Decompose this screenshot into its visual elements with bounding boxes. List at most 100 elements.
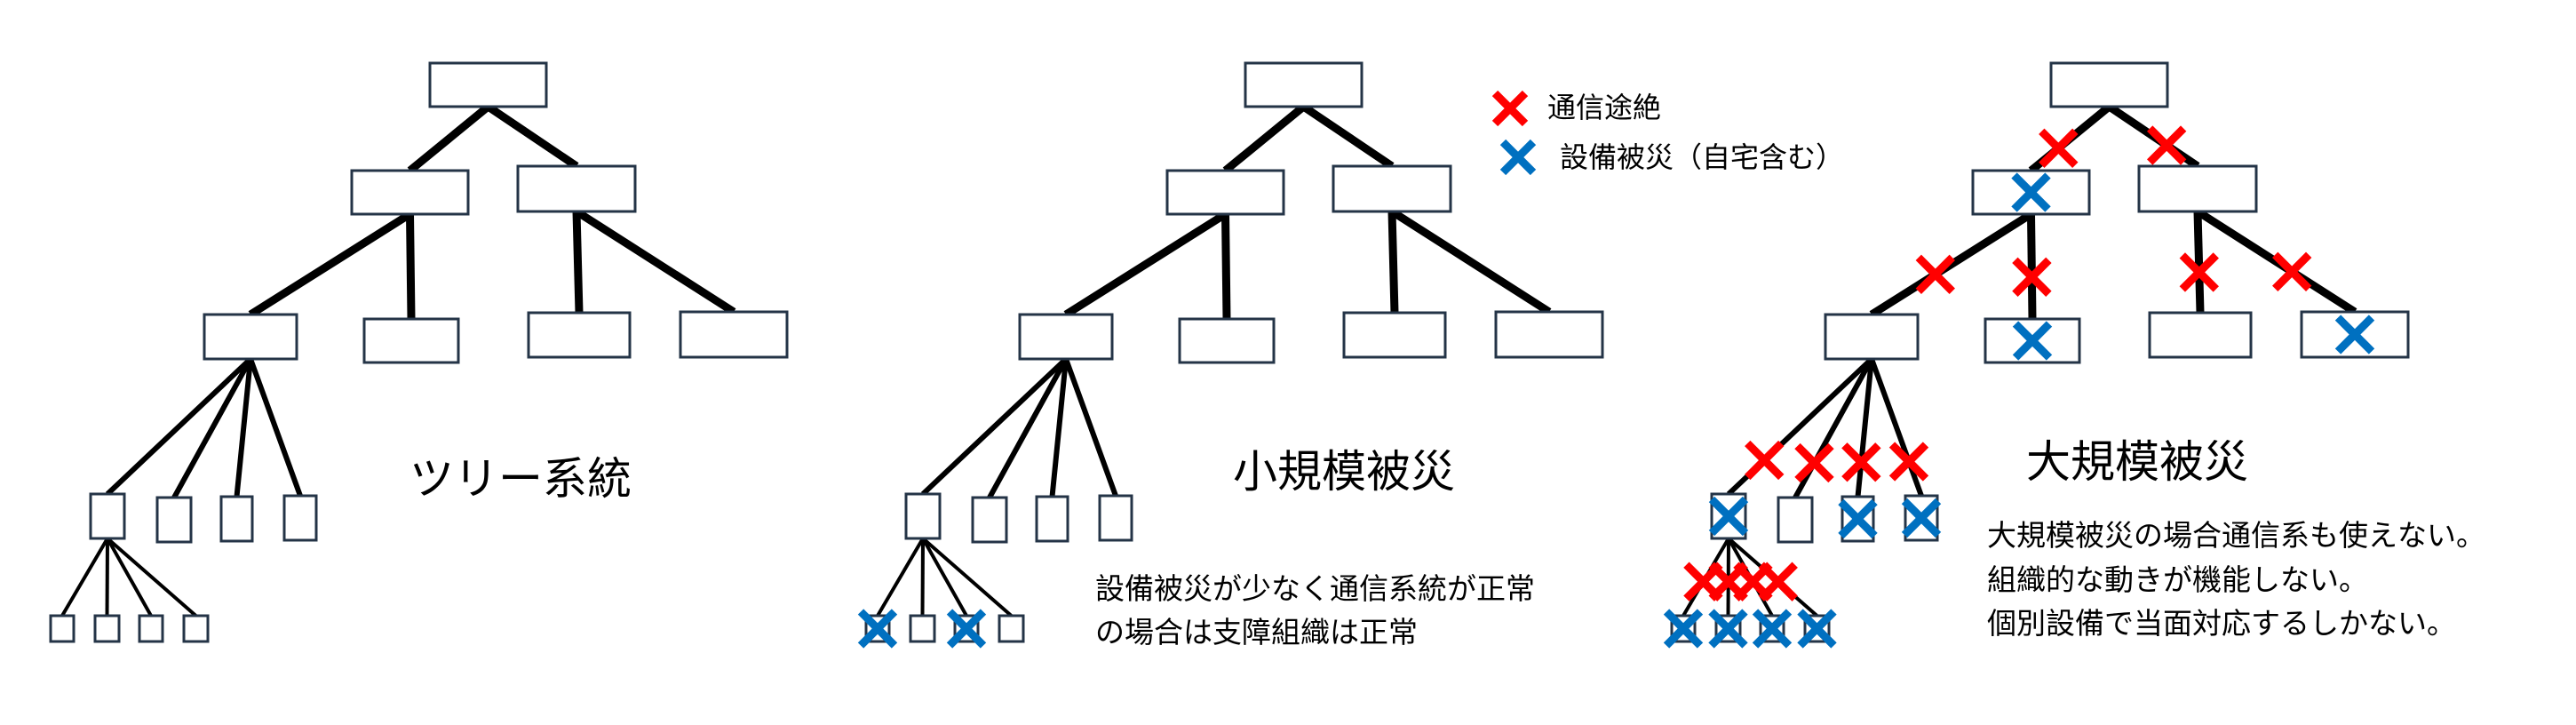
org-node-box: [904, 492, 942, 540]
legend-label-equipment-damage: 設備被災（自宅含む）: [1560, 140, 1844, 174]
legend: 通信途絶 設備被災（自宅含む）: [1491, 90, 1844, 176]
panel-title-large-disaster: 大規模被災: [2026, 436, 2248, 488]
equipment-damage-x-icon: [1708, 496, 1749, 537]
equipment-damage-x-icon: [1499, 139, 1537, 176]
org-node-box: [155, 496, 193, 544]
comm-loss-x-icon: [1794, 442, 1834, 483]
tree-edge: [987, 357, 1069, 499]
org-node-box: [89, 492, 126, 540]
tree-edge: [1855, 358, 1874, 498]
equipment-damage-x-icon: [2334, 315, 2375, 355]
equipment-damage-x-icon: [2012, 321, 2053, 361]
org-node-box: [1098, 494, 1133, 542]
org-node-box: [971, 496, 1008, 544]
org-node-box: [93, 614, 121, 643]
equipment-damage-x-icon: [857, 609, 898, 649]
org-node-box: [49, 614, 76, 643]
org-node-box: [219, 495, 254, 543]
org-node-box: [909, 614, 936, 643]
org-node-box: [350, 169, 470, 216]
tree-edge: [1387, 211, 1399, 314]
comm-loss-x-icon: [2146, 125, 2187, 165]
equipment-damage-x-icon: [946, 609, 987, 649]
comm-loss-x-icon: [1841, 442, 1881, 482]
org-node-box: [1777, 496, 1814, 544]
tree-edge: [2195, 208, 2357, 315]
org-node-box: [2049, 61, 2169, 108]
tree-edge: [1869, 211, 2033, 318]
tree-edge: [2193, 211, 2205, 314]
tree-edge: [1063, 211, 1228, 318]
tree-edge: [1869, 357, 1924, 498]
tree-edge: [248, 357, 303, 498]
panel-title-small-disaster: 小規模被災: [1233, 446, 1455, 498]
tree-edge: [485, 103, 579, 170]
org-node-box: [1342, 311, 1447, 359]
org-node-box: [203, 313, 298, 361]
org-node-box: [1035, 495, 1069, 543]
org-node-box: [2137, 164, 2258, 213]
comm-loss-x-icon: [1888, 442, 1929, 482]
large-disaster-description-line: 個別設備で当面対応するしかない。: [1987, 606, 2456, 641]
comm-loss-x-icon: [1491, 90, 1529, 127]
org-node-box: [2148, 311, 2253, 359]
tree-edge: [2027, 213, 2037, 320]
comm-loss-x-icon: [1915, 254, 1955, 294]
tree-edge: [105, 356, 253, 497]
org-node-box: [362, 317, 460, 364]
tree-edge: [572, 211, 584, 314]
org-node-box: [1244, 61, 1364, 108]
org-node-box: [428, 61, 548, 108]
tree-edge: [171, 357, 253, 499]
tree-edge: [406, 213, 416, 320]
tree-edge: [1063, 357, 1118, 498]
equipment-damage-x-icon: [1499, 139, 1537, 176]
tree-tree: [49, 61, 789, 643]
equipment-damage-x-icon: [1901, 498, 1942, 538]
org-node-box: [679, 310, 789, 359]
tree-edge: [1221, 213, 1231, 320]
tree-edge: [407, 103, 491, 174]
tree-small-disaster: [857, 61, 1604, 649]
org-node-box: [1018, 313, 1114, 361]
equipment-damage-x-icon: [1797, 609, 1837, 649]
org-node-box: [138, 614, 164, 643]
small-disaster-description-line: 設備被災が少なく通信系統が正常: [1095, 571, 1535, 606]
tree-edge: [876, 537, 925, 617]
org-node-box: [282, 494, 318, 542]
legend-label-comm-loss: 通信途絶: [1547, 91, 1661, 124]
tree-edge: [248, 211, 412, 318]
tree-edge: [234, 358, 253, 498]
comm-loss-x-icon: [2272, 251, 2312, 291]
panel-title-tree: ツリー系統: [409, 453, 632, 505]
tree-edge: [106, 537, 197, 617]
equipment-damage-x-icon: [1708, 609, 1748, 649]
comm-loss-x-icon: [1745, 440, 1785, 481]
comm-loss-x-icon: [2039, 128, 2079, 168]
tree-edge: [1049, 358, 1069, 498]
tree-edge: [1389, 208, 1552, 315]
org-node-box: [1178, 317, 1276, 364]
org-node-box: [1165, 169, 1285, 216]
comm-loss-x-icon: [2012, 257, 2052, 297]
org-node-box: [1494, 310, 1604, 359]
tree-edge: [574, 208, 736, 315]
tree-edge: [921, 537, 1013, 617]
tree-edge: [1222, 103, 1307, 174]
org-node-box: [1824, 313, 1920, 361]
equipment-damage-x-icon: [1752, 609, 1793, 649]
tree-edge: [106, 538, 153, 617]
equipment-damage-x-icon: [2011, 172, 2051, 212]
large-disaster-description-line: 大規模被災の場合通信系も使えない。: [1987, 518, 2485, 553]
equipment-damage-x-icon: [1838, 498, 1878, 539]
tree-edge: [921, 538, 968, 617]
comm-loss-x-icon: [1491, 90, 1529, 127]
tree-edge: [60, 537, 109, 617]
small-disaster-description-line: の場合は支障組織は正常: [1095, 615, 1418, 649]
tree-edge: [105, 538, 109, 617]
tree-edge: [920, 538, 925, 617]
org-node-box: [527, 311, 632, 359]
comm-loss-x-icon: [1758, 562, 1798, 602]
